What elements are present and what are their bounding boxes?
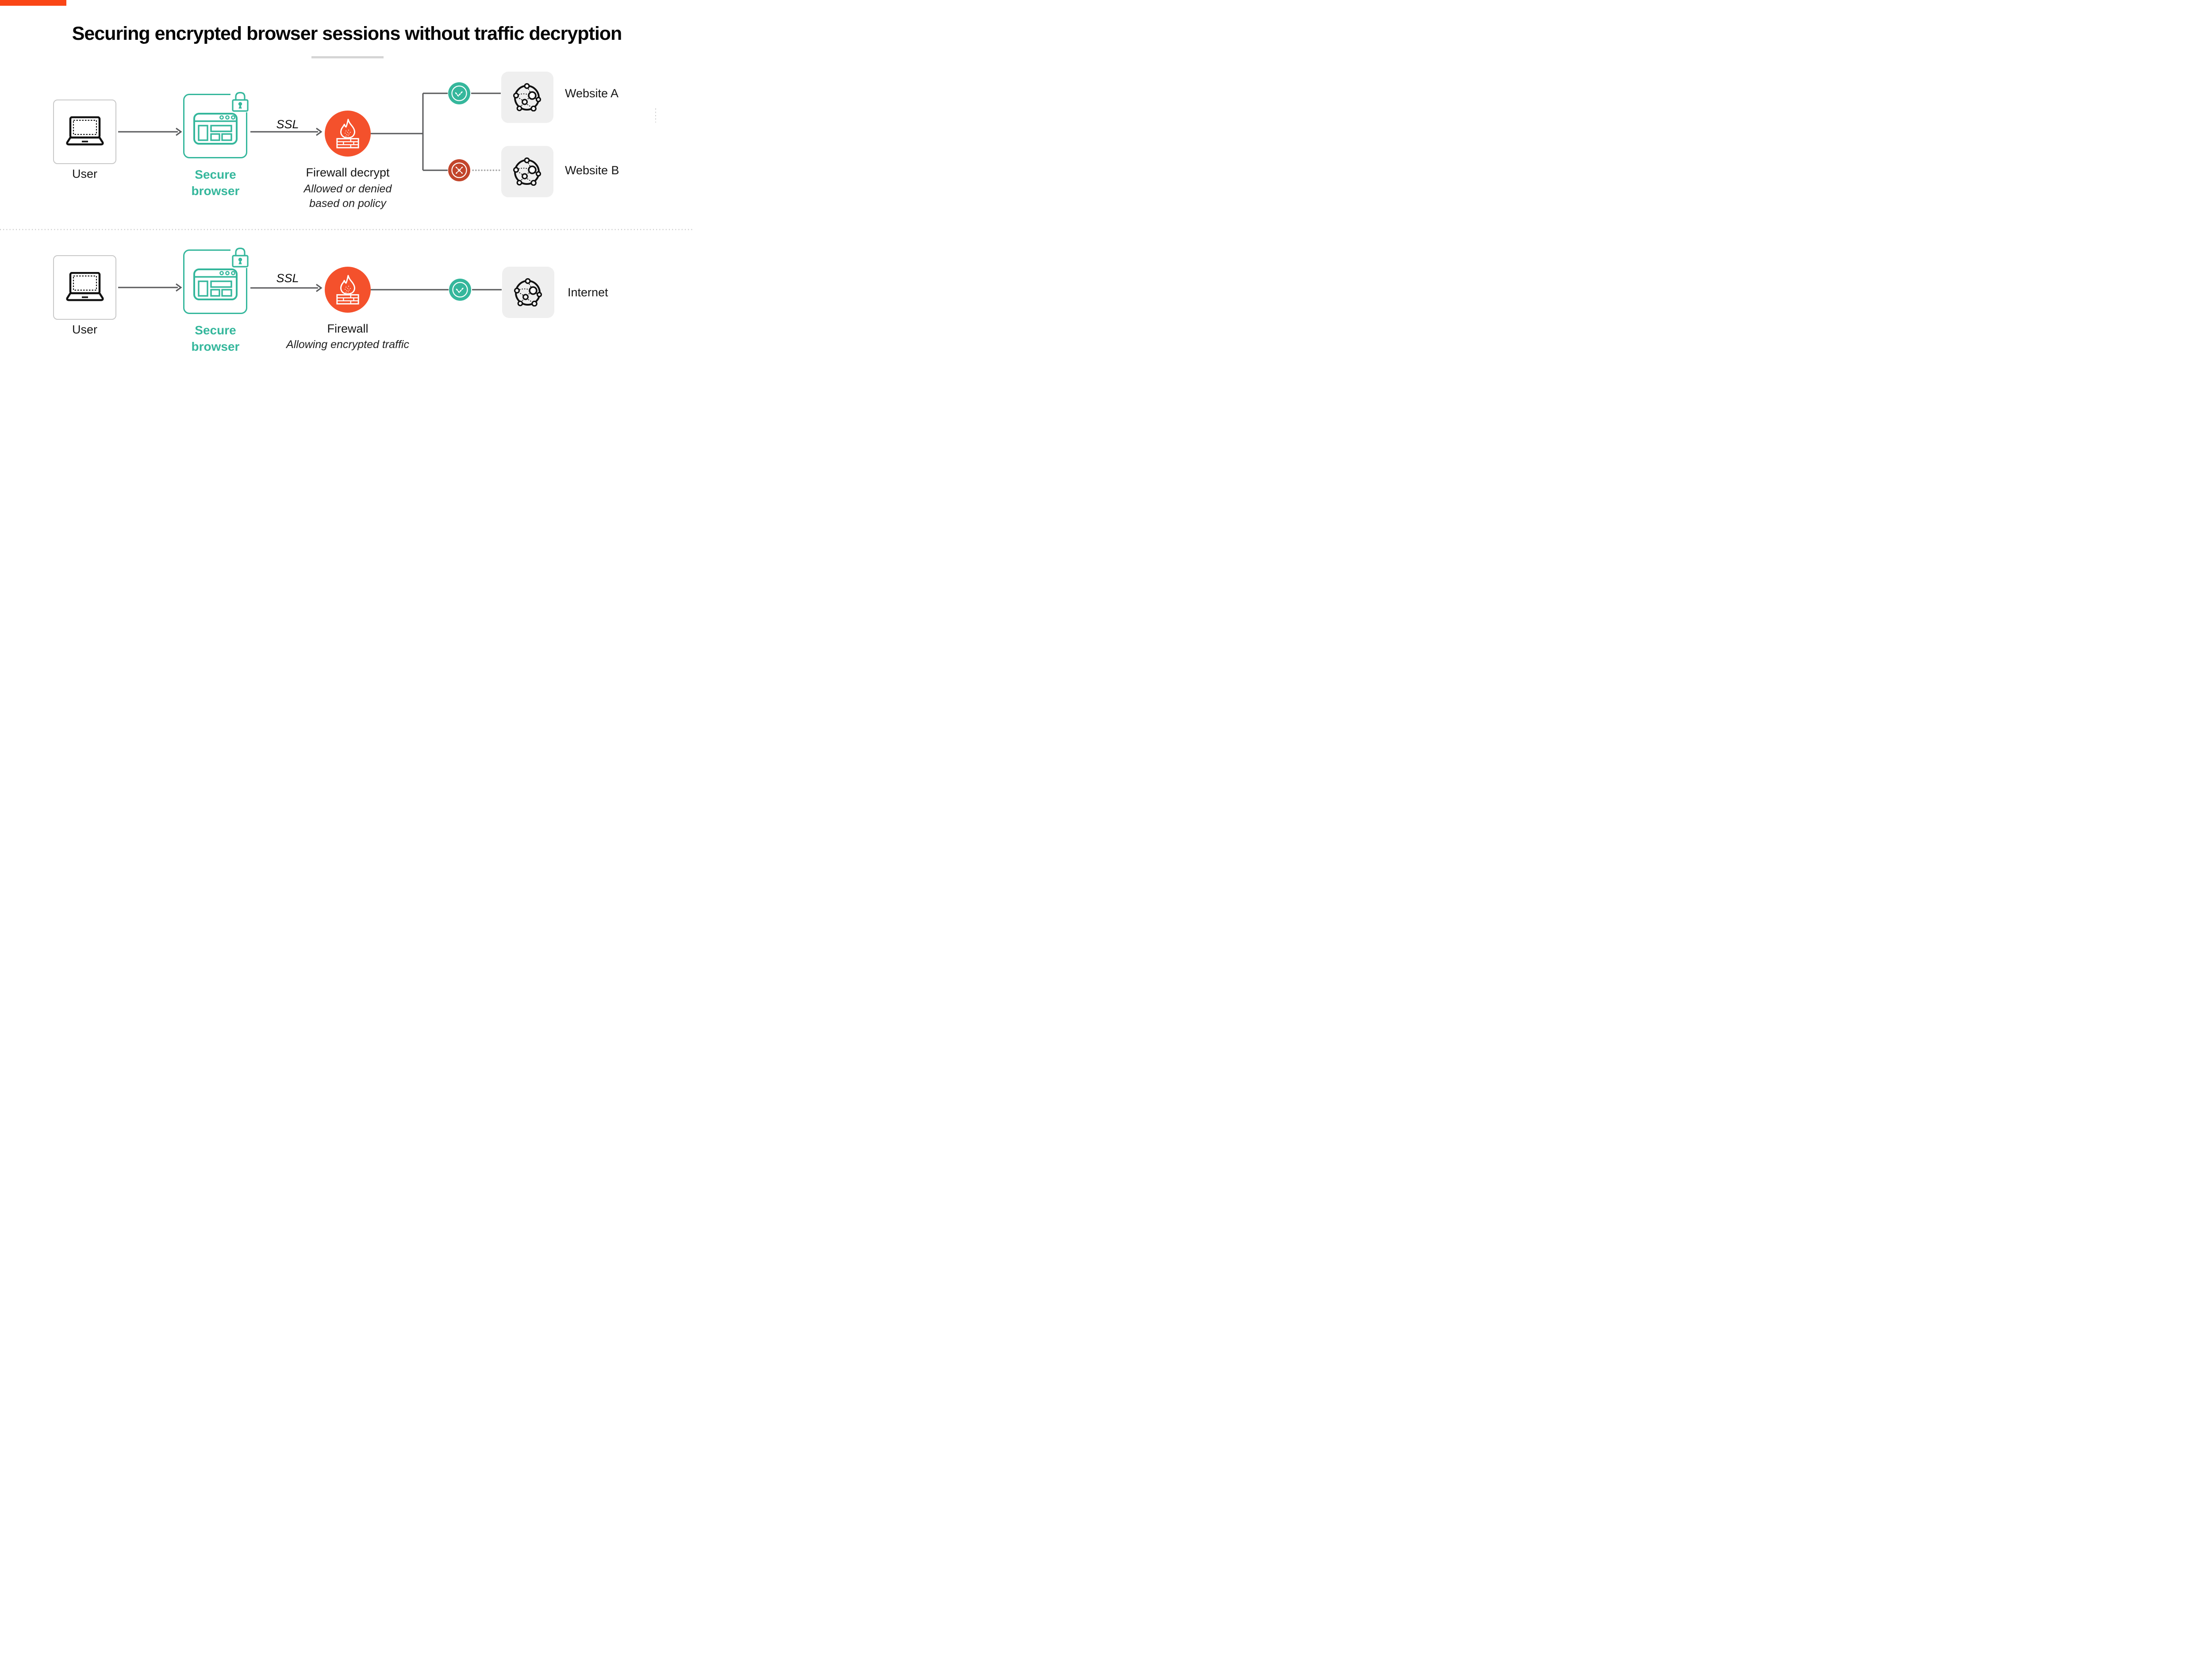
website-b-label: Website B	[565, 164, 619, 177]
connector-lines	[0, 92, 694, 292]
user-label-bottom: User	[72, 323, 97, 336]
allowed-check-icon	[448, 82, 470, 104]
arrowhead-user-to-browser-top	[176, 127, 182, 136]
arrowhead-user-to-browser-bottom	[176, 283, 182, 292]
firewall-flame-icon	[336, 275, 359, 305]
denied-cross-icon	[448, 159, 470, 181]
lock-icon	[230, 247, 250, 268]
branch-connector	[371, 92, 448, 171]
arrowhead-browser-to-firewall-bottom	[316, 284, 323, 292]
firewall-circle-top	[325, 111, 371, 157]
globe-network-icon	[513, 83, 541, 111]
internet-box	[502, 267, 554, 318]
globe-network-icon	[513, 157, 541, 186]
firewall-title-bottom: Firewall	[327, 322, 369, 335]
arrowhead-browser-to-firewall-top	[316, 127, 323, 136]
laptop-icon	[66, 116, 104, 146]
ssl-label-bottom: SSL	[276, 272, 299, 285]
allowed-check-icon	[449, 279, 471, 301]
globe-network-icon	[514, 278, 542, 307]
firewall-flame-icon	[336, 119, 359, 149]
secure-browser-label-bottom: Secure browser	[191, 323, 240, 353]
secure-browser-label-top: Secure browser	[191, 168, 240, 198]
firewall-note-bottom: Allowing encrypted traffic	[286, 338, 409, 351]
page-title: Securing encrypted browser sessions with…	[72, 23, 622, 44]
accent-bar	[0, 0, 66, 6]
website-a-label: Website A	[565, 87, 619, 100]
laptop-icon	[66, 272, 104, 301]
firewall-note-line1: Allowed or denied	[303, 183, 392, 195]
internet-label: Internet	[568, 286, 608, 299]
ssl-label-top: SSL	[276, 118, 299, 131]
user-label-top: User	[72, 167, 97, 180]
firewall-note-line2: based on policy	[309, 197, 386, 210]
firewall-circle-bottom	[325, 267, 371, 313]
lock-icon	[230, 92, 250, 112]
firewall-title-top: Firewall decrypt	[306, 166, 390, 179]
secure-browser-icon	[193, 113, 238, 145]
diagram-canvas: Securing encrypted browser sessions with…	[0, 0, 694, 390]
secure-browser-icon	[193, 268, 238, 300]
title-underline	[311, 56, 384, 58]
website-a-box	[501, 72, 553, 123]
website-b-box	[501, 146, 553, 197]
